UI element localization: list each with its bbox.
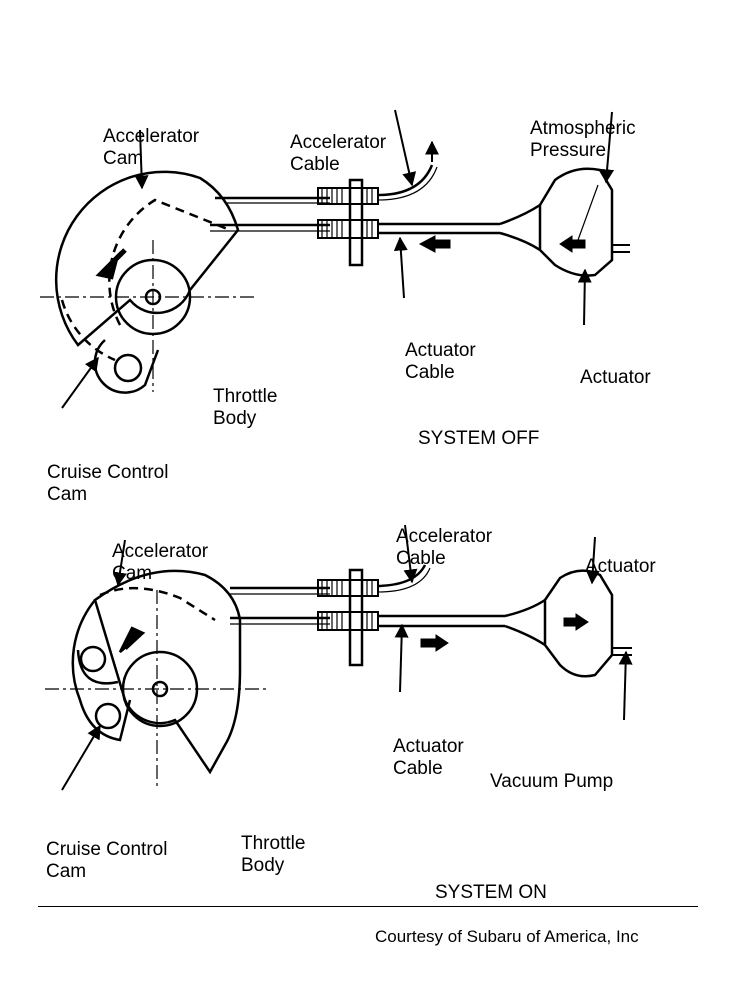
- top-cruise-control-cam: [108, 198, 231, 326]
- bottom-accelerator-cam: [93, 569, 242, 775]
- top-actuator-label: Actuator: [580, 367, 651, 388]
- system-on-diagram: [45, 524, 633, 791]
- top-accelerator-cam: [54, 170, 240, 347]
- system-off-diagram: [40, 109, 630, 409]
- top-actuator: [538, 167, 614, 277]
- bottom-cruise-control-cam: [71, 599, 132, 742]
- credit-line: Courtesy of Subaru of America, Inc: [375, 927, 639, 946]
- bottom-throttle-disk: [121, 650, 199, 728]
- system-on-caption: SYSTEM ON: [435, 882, 547, 903]
- bottom-actuator-label: Actuator: [585, 556, 656, 577]
- bottom-cam-pin-lower: [94, 702, 122, 730]
- bottom-cam-pin-upper: [79, 645, 107, 673]
- system-off-caption: SYSTEM OFF: [418, 428, 540, 449]
- vacuum-pump-label: Vacuum Pump: [490, 771, 614, 792]
- top-cam-pin: [113, 353, 143, 383]
- bottom-rule: [38, 906, 698, 907]
